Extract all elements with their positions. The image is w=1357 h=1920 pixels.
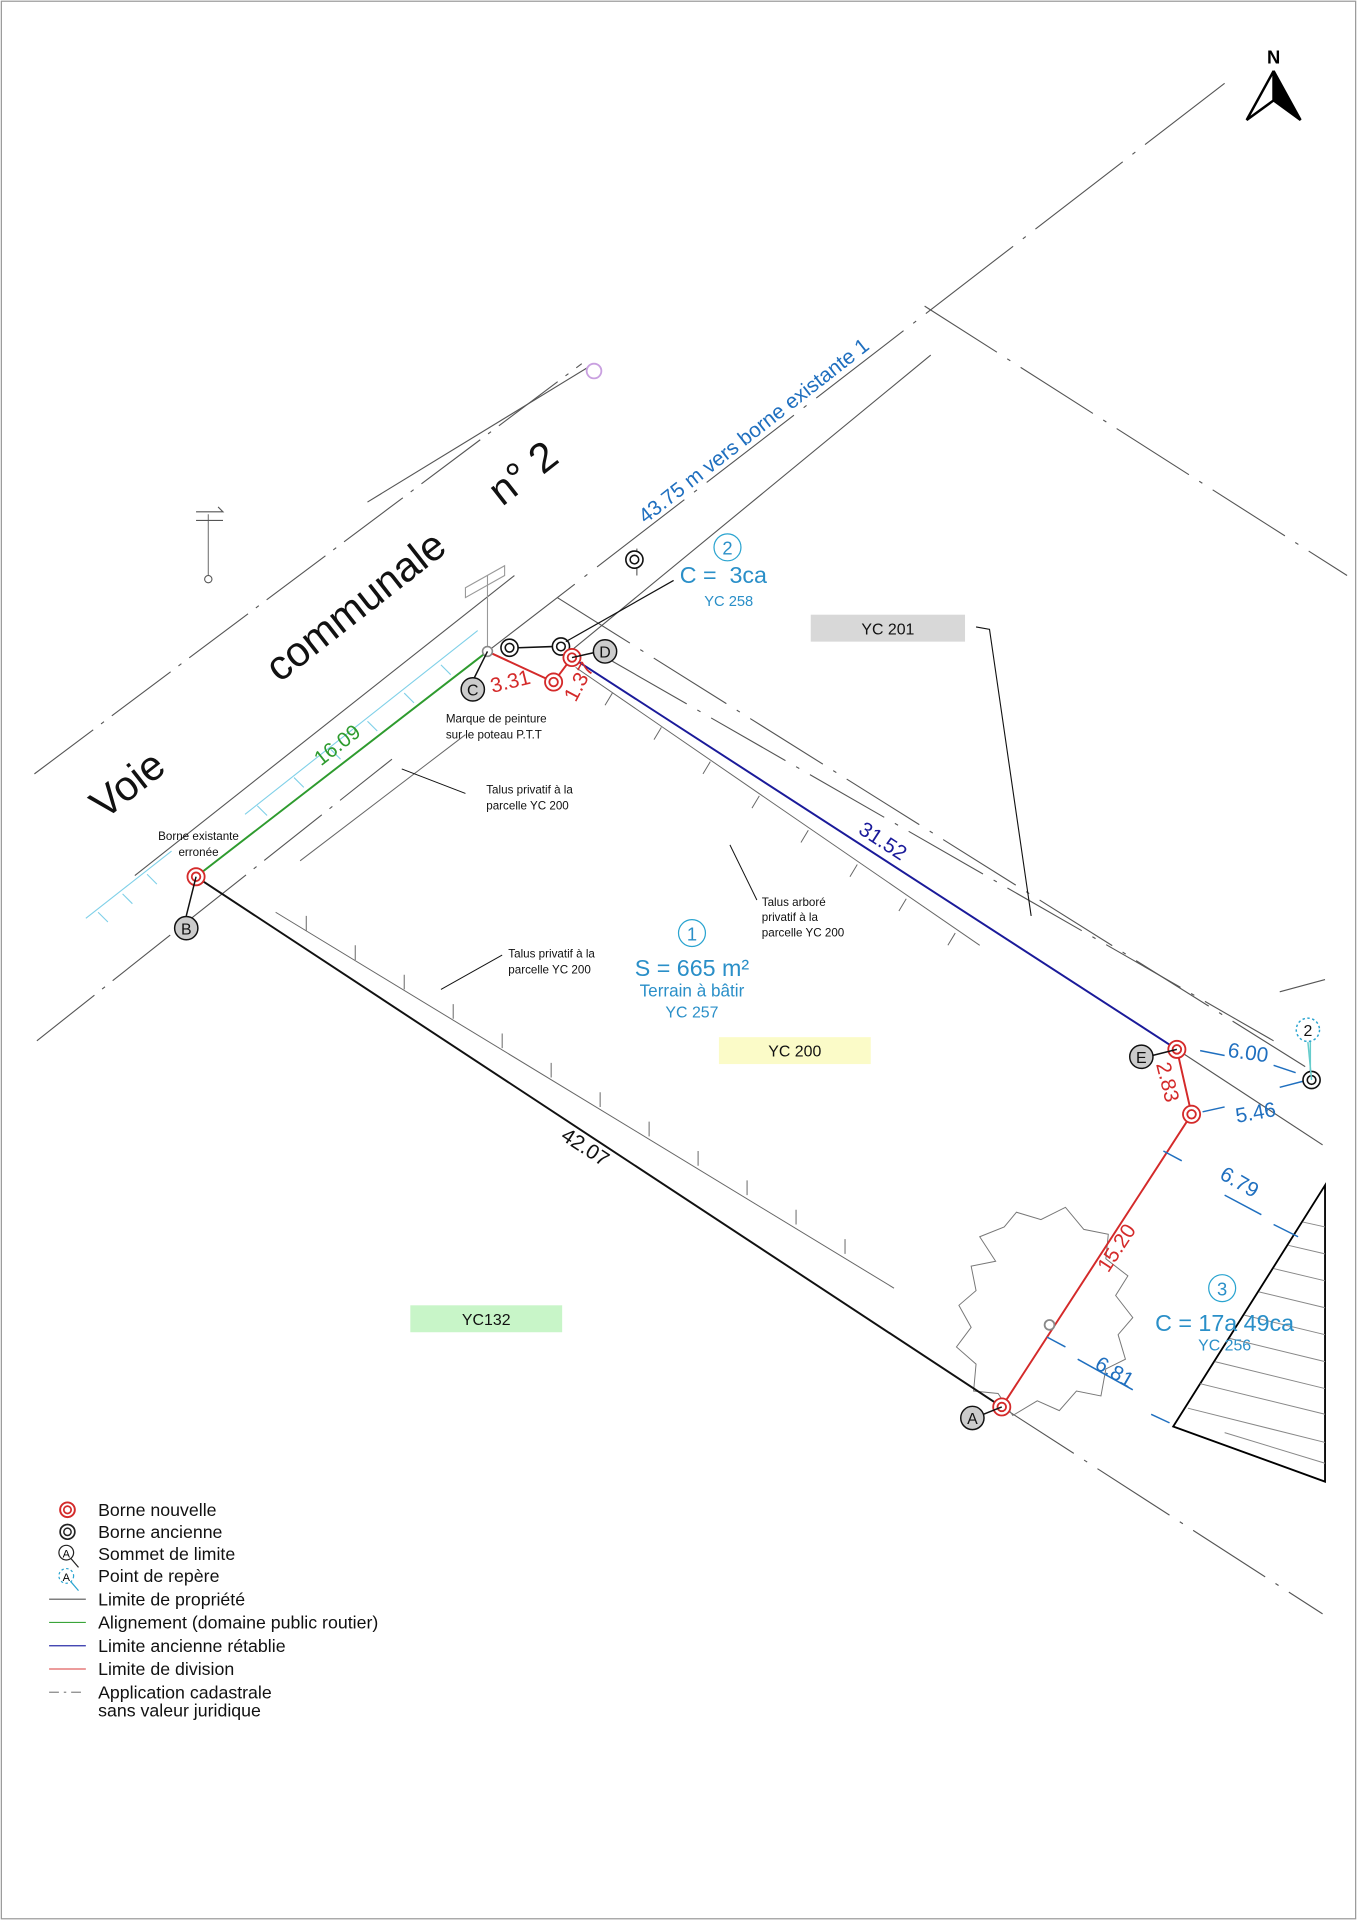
reference-point-label: 2 xyxy=(1303,1023,1312,1040)
note-talus-1: Talus privatif à la parcelle YC 200 xyxy=(401,768,573,812)
point-label-c: C xyxy=(467,683,479,700)
lot-3-area: C = 17a 49ca xyxy=(1155,1310,1294,1336)
dim-ref-600: 6.00 xyxy=(1226,1039,1269,1067)
note-talus-2: Talus arboré privatif à la parcelle YC 2… xyxy=(729,844,845,940)
north-arrow-icon: N xyxy=(1245,47,1302,121)
north-label: N xyxy=(1267,47,1280,68)
lot-2: 2 C = 3ca YC 258 xyxy=(565,533,767,643)
new-markers xyxy=(186,362,1202,1417)
svg-text:A: A xyxy=(63,1549,71,1561)
dim-div3: 2.83 xyxy=(1151,1060,1183,1105)
road-edge-hatching xyxy=(85,630,479,923)
svg-text:Talus privatif à la: Talus privatif à la xyxy=(486,783,573,796)
point-label-a: A xyxy=(967,1411,978,1428)
legend-limite-division: Limite de division xyxy=(49,1659,234,1679)
svg-text:Limite de division: Limite de division xyxy=(98,1659,234,1679)
svg-text:Borne ancienne: Borne ancienne xyxy=(98,1522,222,1542)
svg-text:Marque de peinture: Marque de peinture xyxy=(446,712,547,725)
dim-ref-546: 5.46 xyxy=(1234,1098,1278,1128)
svg-text:Sommet de limite: Sommet de limite xyxy=(98,1544,235,1564)
legend-limite-propriete: Limite de propriété xyxy=(49,1589,245,1609)
lot-3-number: 3 xyxy=(1217,1279,1227,1300)
legend-borne-nouvelle: Borne nouvelle xyxy=(59,1500,217,1520)
legend-borne-ancienne: Borne ancienne xyxy=(59,1522,223,1542)
point-label-e: E xyxy=(1136,1050,1147,1067)
road-number: n° 2 xyxy=(479,431,567,514)
alignment-line xyxy=(195,650,489,878)
svg-text:Borne nouvelle: Borne nouvelle xyxy=(98,1500,217,1520)
dim-div4: 15.20 xyxy=(1093,1220,1141,1276)
lot-2-area: C = 3ca xyxy=(680,562,767,588)
lot-2-number: 2 xyxy=(722,538,732,559)
lot-1-number: 1 xyxy=(687,923,697,944)
lot-1-parcel: YC 257 xyxy=(665,1005,718,1022)
svg-text:parcelle YC 200: parcelle YC 200 xyxy=(762,927,845,940)
talus-hatching xyxy=(275,666,981,1289)
borne-nouvelle-icon xyxy=(1167,1039,1187,1059)
note-borne-existante: Borne existante erronée xyxy=(158,830,239,859)
tree-outline xyxy=(955,1206,1134,1417)
svg-text:A: A xyxy=(63,1572,71,1584)
parcel-yc201: YC 201 xyxy=(810,614,1032,916)
point-label-d: D xyxy=(599,645,611,662)
borne-nouvelle-icon xyxy=(1182,1104,1202,1124)
dim-div1: 3.31 xyxy=(488,666,533,698)
lot-2-parcel: YC 258 xyxy=(704,594,753,610)
point-label-b: B xyxy=(181,921,192,938)
svg-text:Borne existante: Borne existante xyxy=(158,830,239,843)
dim-ref-679: 6.79 xyxy=(1216,1162,1263,1202)
borne-nouvelle-icon xyxy=(562,648,582,668)
legend: Borne nouvelle Borne ancienne A Sommet d… xyxy=(49,1500,378,1721)
legend-limite-ancienne: Limite ancienne rétablie xyxy=(49,1636,286,1656)
svg-text:erronée: erronée xyxy=(178,846,218,859)
legend-point-de-repere: A Point de repère xyxy=(58,1566,220,1592)
dim-ref-681: 6.81 xyxy=(1091,1352,1138,1392)
hatched-area xyxy=(1171,1182,1326,1483)
legend-alignement: Alignement (domaine public routier) xyxy=(49,1613,378,1633)
svg-text:privatif à la: privatif à la xyxy=(762,911,819,924)
svg-text:sans valeur juridique: sans valeur juridique xyxy=(98,1701,261,1721)
borne-ancienne-icon xyxy=(625,550,644,569)
note-marque-peinture: Marque de peinture sur le poteau P.T.T xyxy=(446,712,547,741)
road-lines xyxy=(34,82,1348,1615)
lot-1-desc: Terrain à bâtir xyxy=(640,981,745,1001)
lot-3: 3 C = 17a 49ca YC 256 xyxy=(1155,1274,1294,1355)
svg-text:Talus privatif à la: Talus privatif à la xyxy=(508,948,595,961)
lot-1-area: S = 665 m² xyxy=(635,955,750,981)
dim-property: 42.07 xyxy=(557,1124,613,1172)
parcel-yc201-label: YC 201 xyxy=(861,621,914,638)
road-word-communale: communale xyxy=(256,521,454,691)
svg-text:Limite de propriété: Limite de propriété xyxy=(98,1589,245,1609)
note-talus-3: Talus privatif à la parcelle YC 200 xyxy=(440,948,595,990)
parcel-yc200-label: YC 200 xyxy=(768,1044,821,1061)
legend-application-cadastrale: Application cadastrale sans valeur jurid… xyxy=(49,1682,272,1721)
parcel-yc200: YC 200 xyxy=(718,1037,871,1065)
svg-text:Alignement (domaine public rou: Alignement (domaine public routier) xyxy=(98,1613,378,1633)
restored-limit-line xyxy=(571,656,1178,1051)
svg-text:parcelle YC 200: parcelle YC 200 xyxy=(508,963,591,976)
svg-text:Limite ancienne rétablie: Limite ancienne rétablie xyxy=(98,1636,286,1656)
vertex-labels: B C D E A 2 xyxy=(173,639,1321,1431)
svg-text:Point de repère: Point de repère xyxy=(98,1566,220,1586)
lot-3-parcel: YC 256 xyxy=(1198,1338,1251,1355)
dim-alignment: 16.09 xyxy=(310,720,365,770)
borne-ancienne-icon xyxy=(500,638,519,658)
property-limit-line xyxy=(195,875,1003,1408)
lot-1: 1 S = 665 m² Terrain à bâtir YC 257 xyxy=(635,918,750,1022)
svg-text:Application cadastrale: Application cadastrale xyxy=(98,1682,272,1702)
svg-text:Talus arboré: Talus arboré xyxy=(762,896,826,909)
reference-ticks xyxy=(1046,1028,1312,1424)
svg-text:sur le poteau P.T.T: sur le poteau P.T.T xyxy=(446,728,542,741)
borne-nouvelle-icon xyxy=(544,672,564,692)
legend-sommet-de-limite: A Sommet de limite xyxy=(58,1544,235,1568)
boundaries xyxy=(195,650,1193,1408)
road-word-voie: Voie xyxy=(81,741,174,828)
parcel-yc132: YC132 xyxy=(410,1305,563,1333)
parcel-yc132-label: YC132 xyxy=(462,1312,511,1329)
svg-text:parcelle YC 200: parcelle YC 200 xyxy=(486,799,569,812)
